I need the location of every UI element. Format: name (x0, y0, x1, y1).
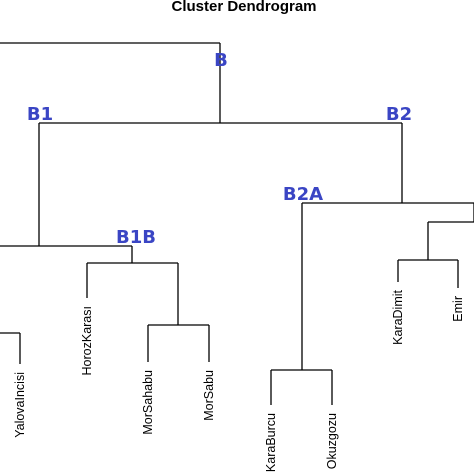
leaf-label-yalovaincisi: YalovaIncisi (13, 372, 27, 438)
chart-title: Cluster Dendrogram (171, 0, 316, 15)
leaf-label-emir: Emir (451, 296, 465, 322)
leaf-label-morsabu: MorSabu (202, 370, 216, 421)
dendrogram-edges (0, 42, 474, 405)
leaf-label-karadimit: KaraDimit (391, 289, 405, 344)
leaf-label-horozkarasi: HorozKarası (80, 306, 94, 375)
leaf-labels: YalovaIncisi HorozKarası MorSahabu MorSa… (13, 289, 465, 472)
branch-label-b1b: B1B (116, 227, 156, 248)
leaf-label-karaburcu: KaraBurcu (264, 413, 278, 472)
leaf-label-okuzgozu: Okuzgozu (325, 413, 339, 469)
branch-label-b2a: B2A (283, 184, 323, 205)
branch-label-b: B (214, 50, 228, 71)
branch-label-b1: B1 (27, 104, 53, 125)
leaf-label-morsahabu: MorSahabu (141, 370, 155, 435)
branch-labels: B B1 B2 B1B B2A (27, 50, 412, 248)
branch-label-b2: B2 (386, 104, 412, 125)
